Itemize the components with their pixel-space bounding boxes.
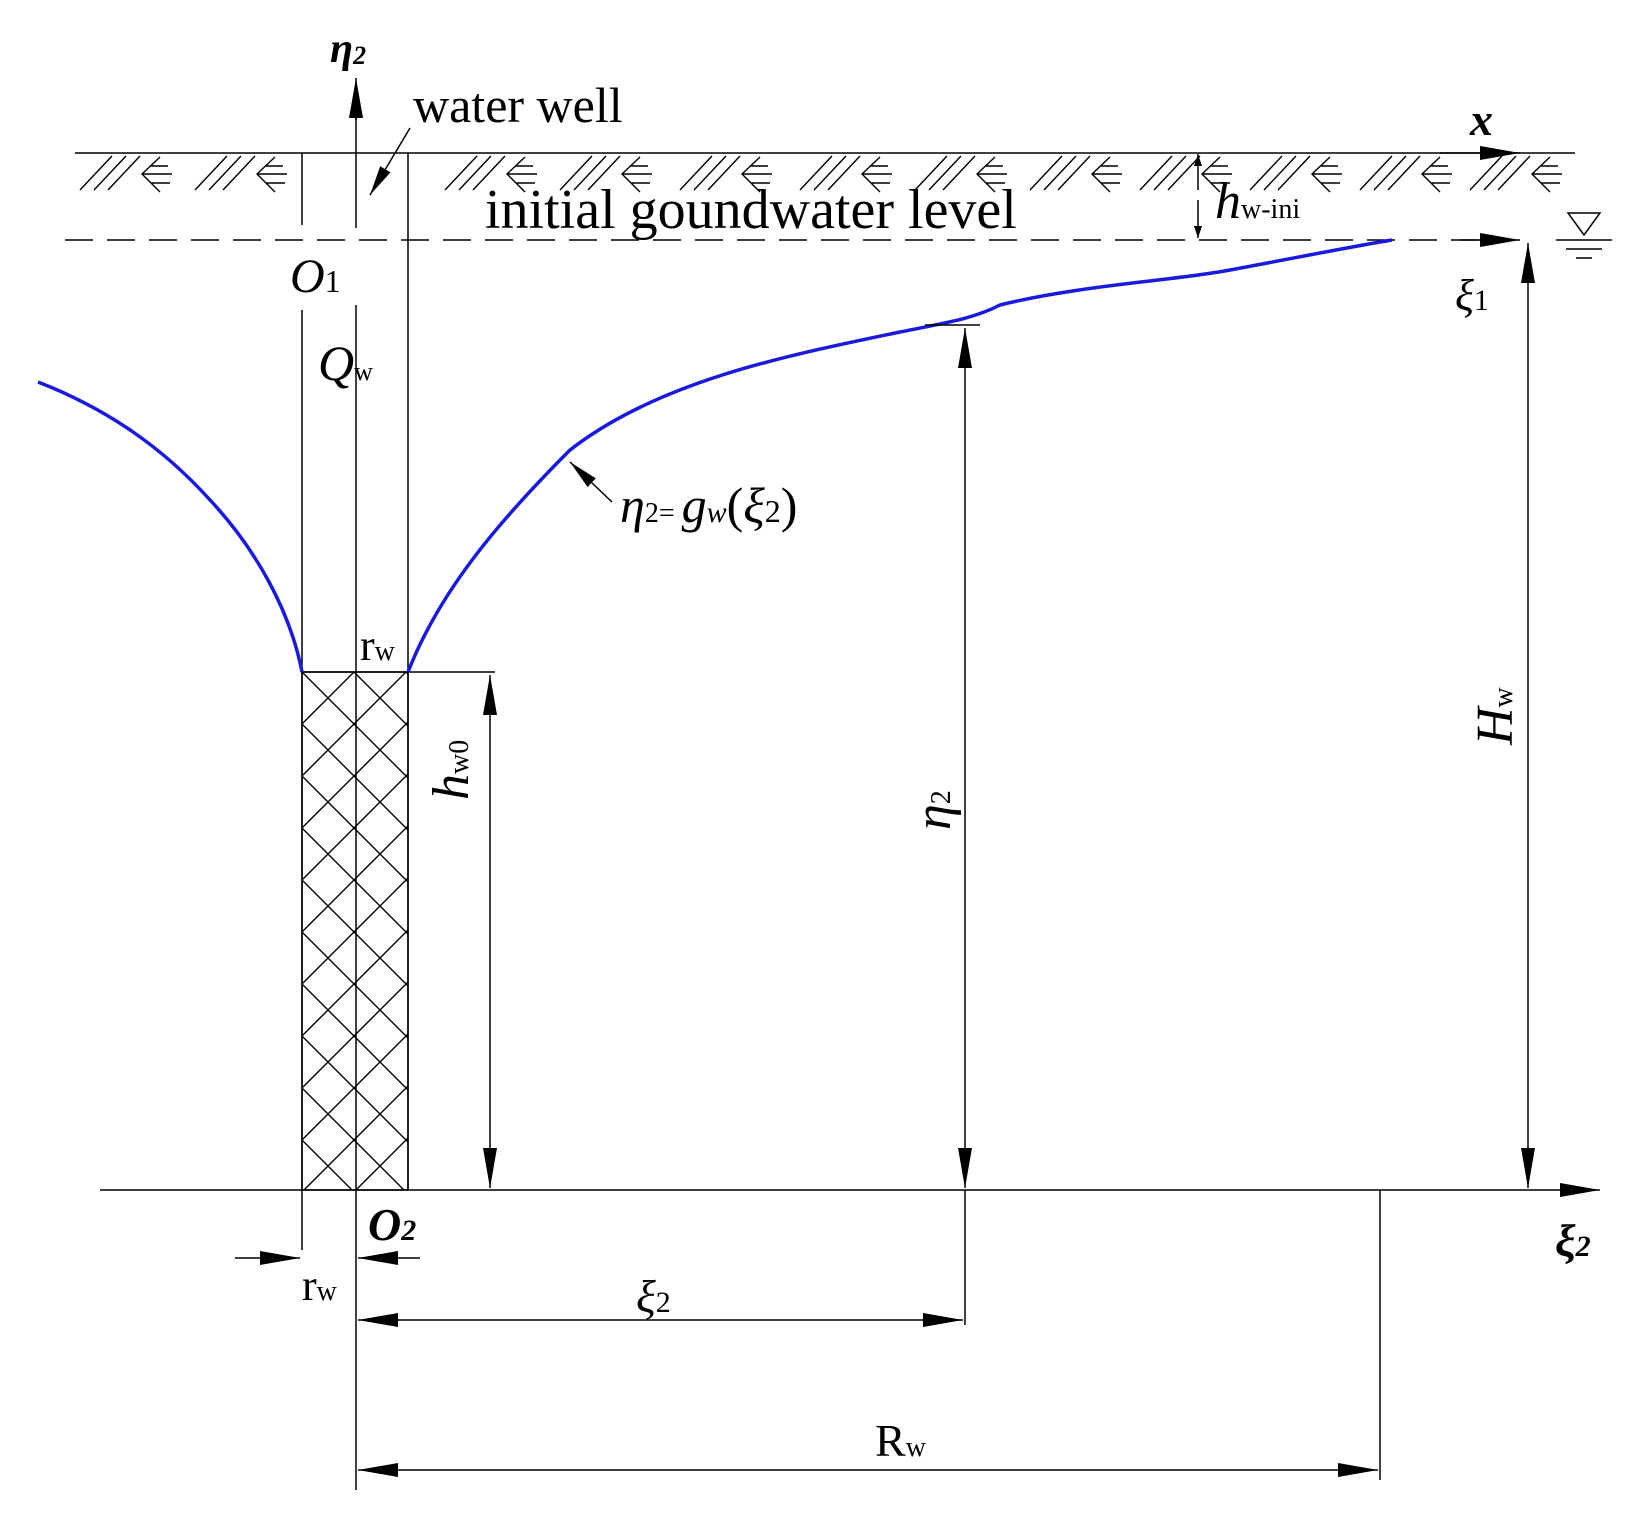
xi2-axis-label: ξ2 <box>1555 1215 1591 1266</box>
O2-label: O2 <box>368 1199 416 1250</box>
phreatic-curve-right <box>406 238 1393 673</box>
x-axis-label: x <box>1469 94 1493 145</box>
xi2-dimension-label: ξ2 <box>636 1271 671 1322</box>
Qw-label: Qw <box>318 335 373 391</box>
water-table-symbol <box>1556 212 1612 259</box>
xi1-label: ξ1 <box>1455 271 1489 320</box>
Hw-label: Hw <box>1467 686 1524 746</box>
well-water-column <box>301 671 409 1191</box>
curve-equation-label: η2= gw(ξ2) <box>620 477 797 533</box>
O1-label: O1 <box>290 250 341 303</box>
water-well-label: water well <box>413 77 623 133</box>
curve-label-leader <box>569 461 613 503</box>
rw-bottom-label: rw <box>302 1261 338 1310</box>
hw-ini-label: hw-ini <box>1215 173 1300 230</box>
rw-top-label: rw <box>360 621 396 670</box>
eta2-axis-label: η2 <box>330 26 366 72</box>
phreatic-curve-left <box>37 380 304 673</box>
Rw-label: Rw <box>875 1415 927 1466</box>
hw0-label: hw0 <box>423 740 480 800</box>
initial-groundwater-label: initial goundwater level <box>485 179 1017 241</box>
eta2-dimension-label: η2 <box>905 790 962 830</box>
water-well-leader <box>369 127 411 196</box>
